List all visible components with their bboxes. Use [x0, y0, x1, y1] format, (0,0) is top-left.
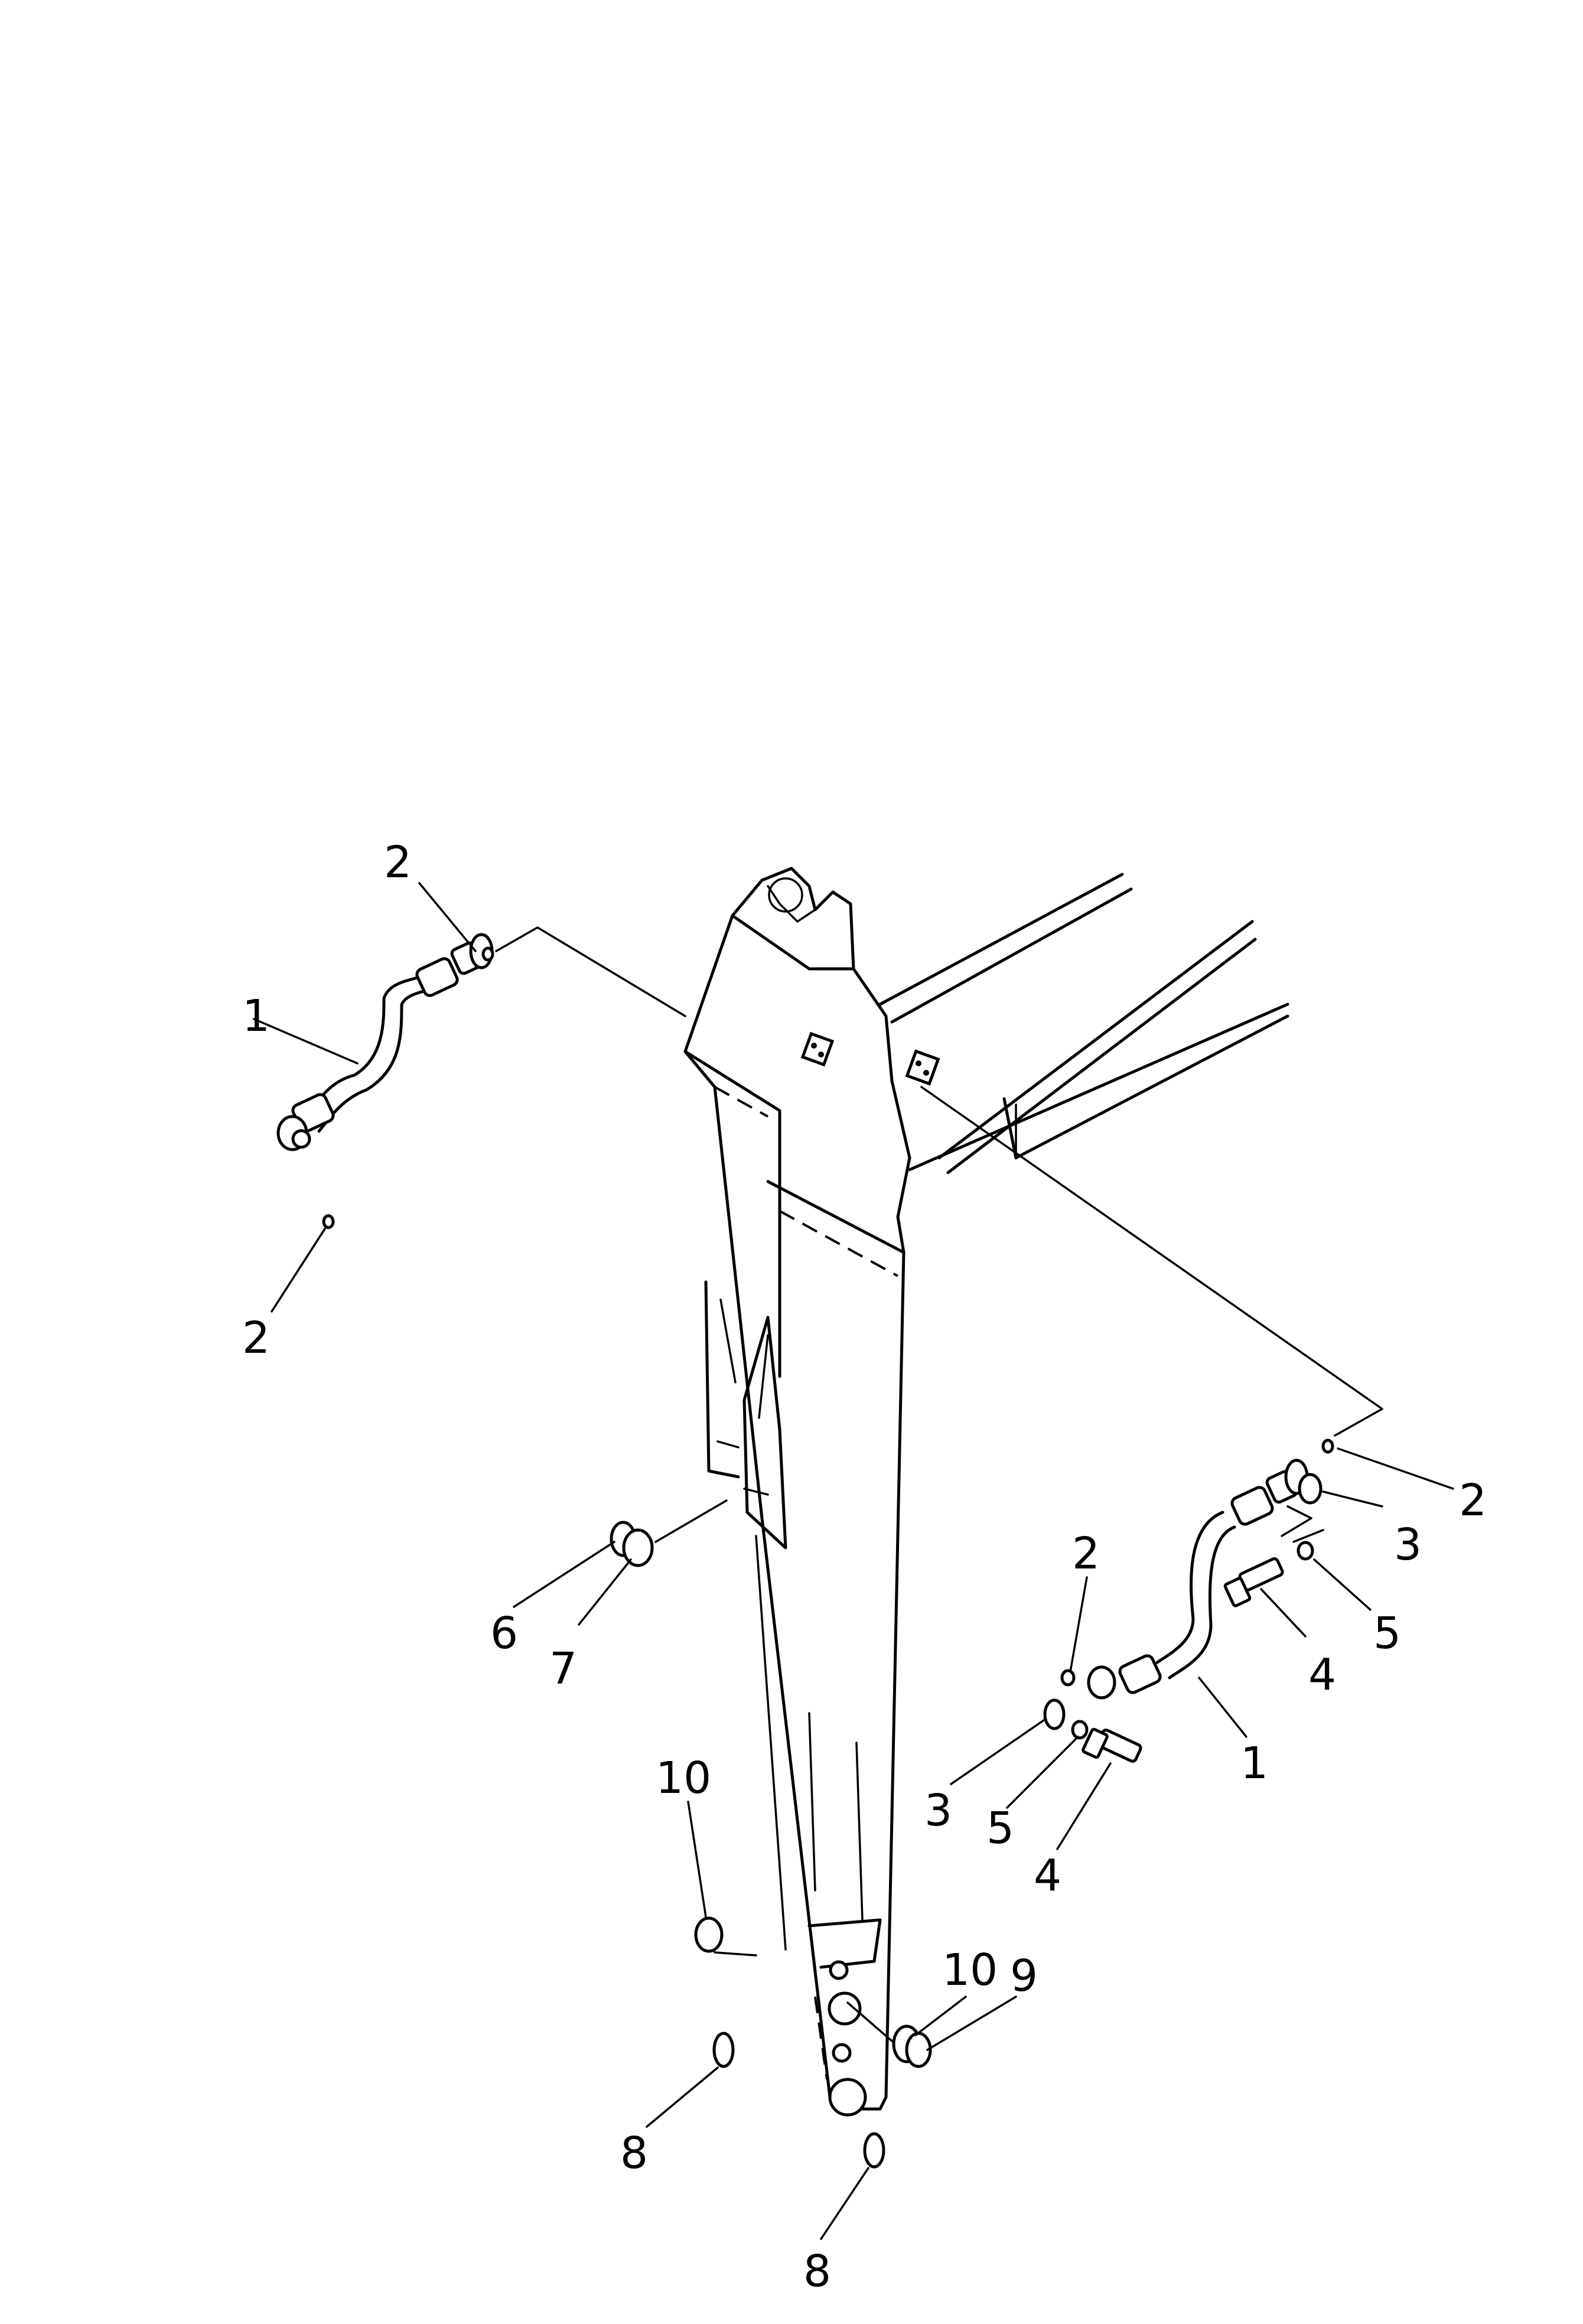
callout-3: 3 [1394, 1519, 1422, 1570]
callout-4: 4 [1308, 1649, 1336, 1700]
arm-body [683, 867, 911, 2117]
callout-4: 4 [1034, 1850, 1061, 1901]
callout-7: 7 [549, 1643, 577, 1694]
callout-9: 9 [1010, 1951, 1038, 2001]
callout-2: 2 [242, 1313, 270, 1363]
callout-2: 2 [1459, 1475, 1487, 1526]
callout-labels: 2 1 2 6 7 2 3 5 4 1 2 3 5 4 10 10 9 8 8 [242, 837, 1487, 2297]
callout-2: 2 [1072, 1528, 1100, 1579]
seals-and-washers [322, 946, 1334, 2169]
hose-assembly-right [1082, 1459, 1323, 1763]
leader-lines [253, 882, 1454, 2240]
callout-8: 8 [620, 2128, 648, 2179]
callout-10: 10 [942, 1945, 998, 1996]
callout-10: 10 [656, 1753, 711, 1804]
callout-1: 1 [1240, 1738, 1268, 1789]
callout-5: 5 [986, 1803, 1014, 1854]
callout-8: 8 [803, 2246, 831, 2297]
frame-arms [878, 873, 1289, 1174]
callout-1: 1 [242, 991, 270, 1041]
callout-3: 3 [924, 1785, 952, 1836]
flange-fittings [800, 1031, 940, 1086]
callout-2: 2 [384, 837, 412, 888]
callout-5: 5 [1373, 1608, 1401, 1659]
callout-6: 6 [490, 1608, 518, 1659]
hose-assembly-left [276, 933, 494, 1151]
